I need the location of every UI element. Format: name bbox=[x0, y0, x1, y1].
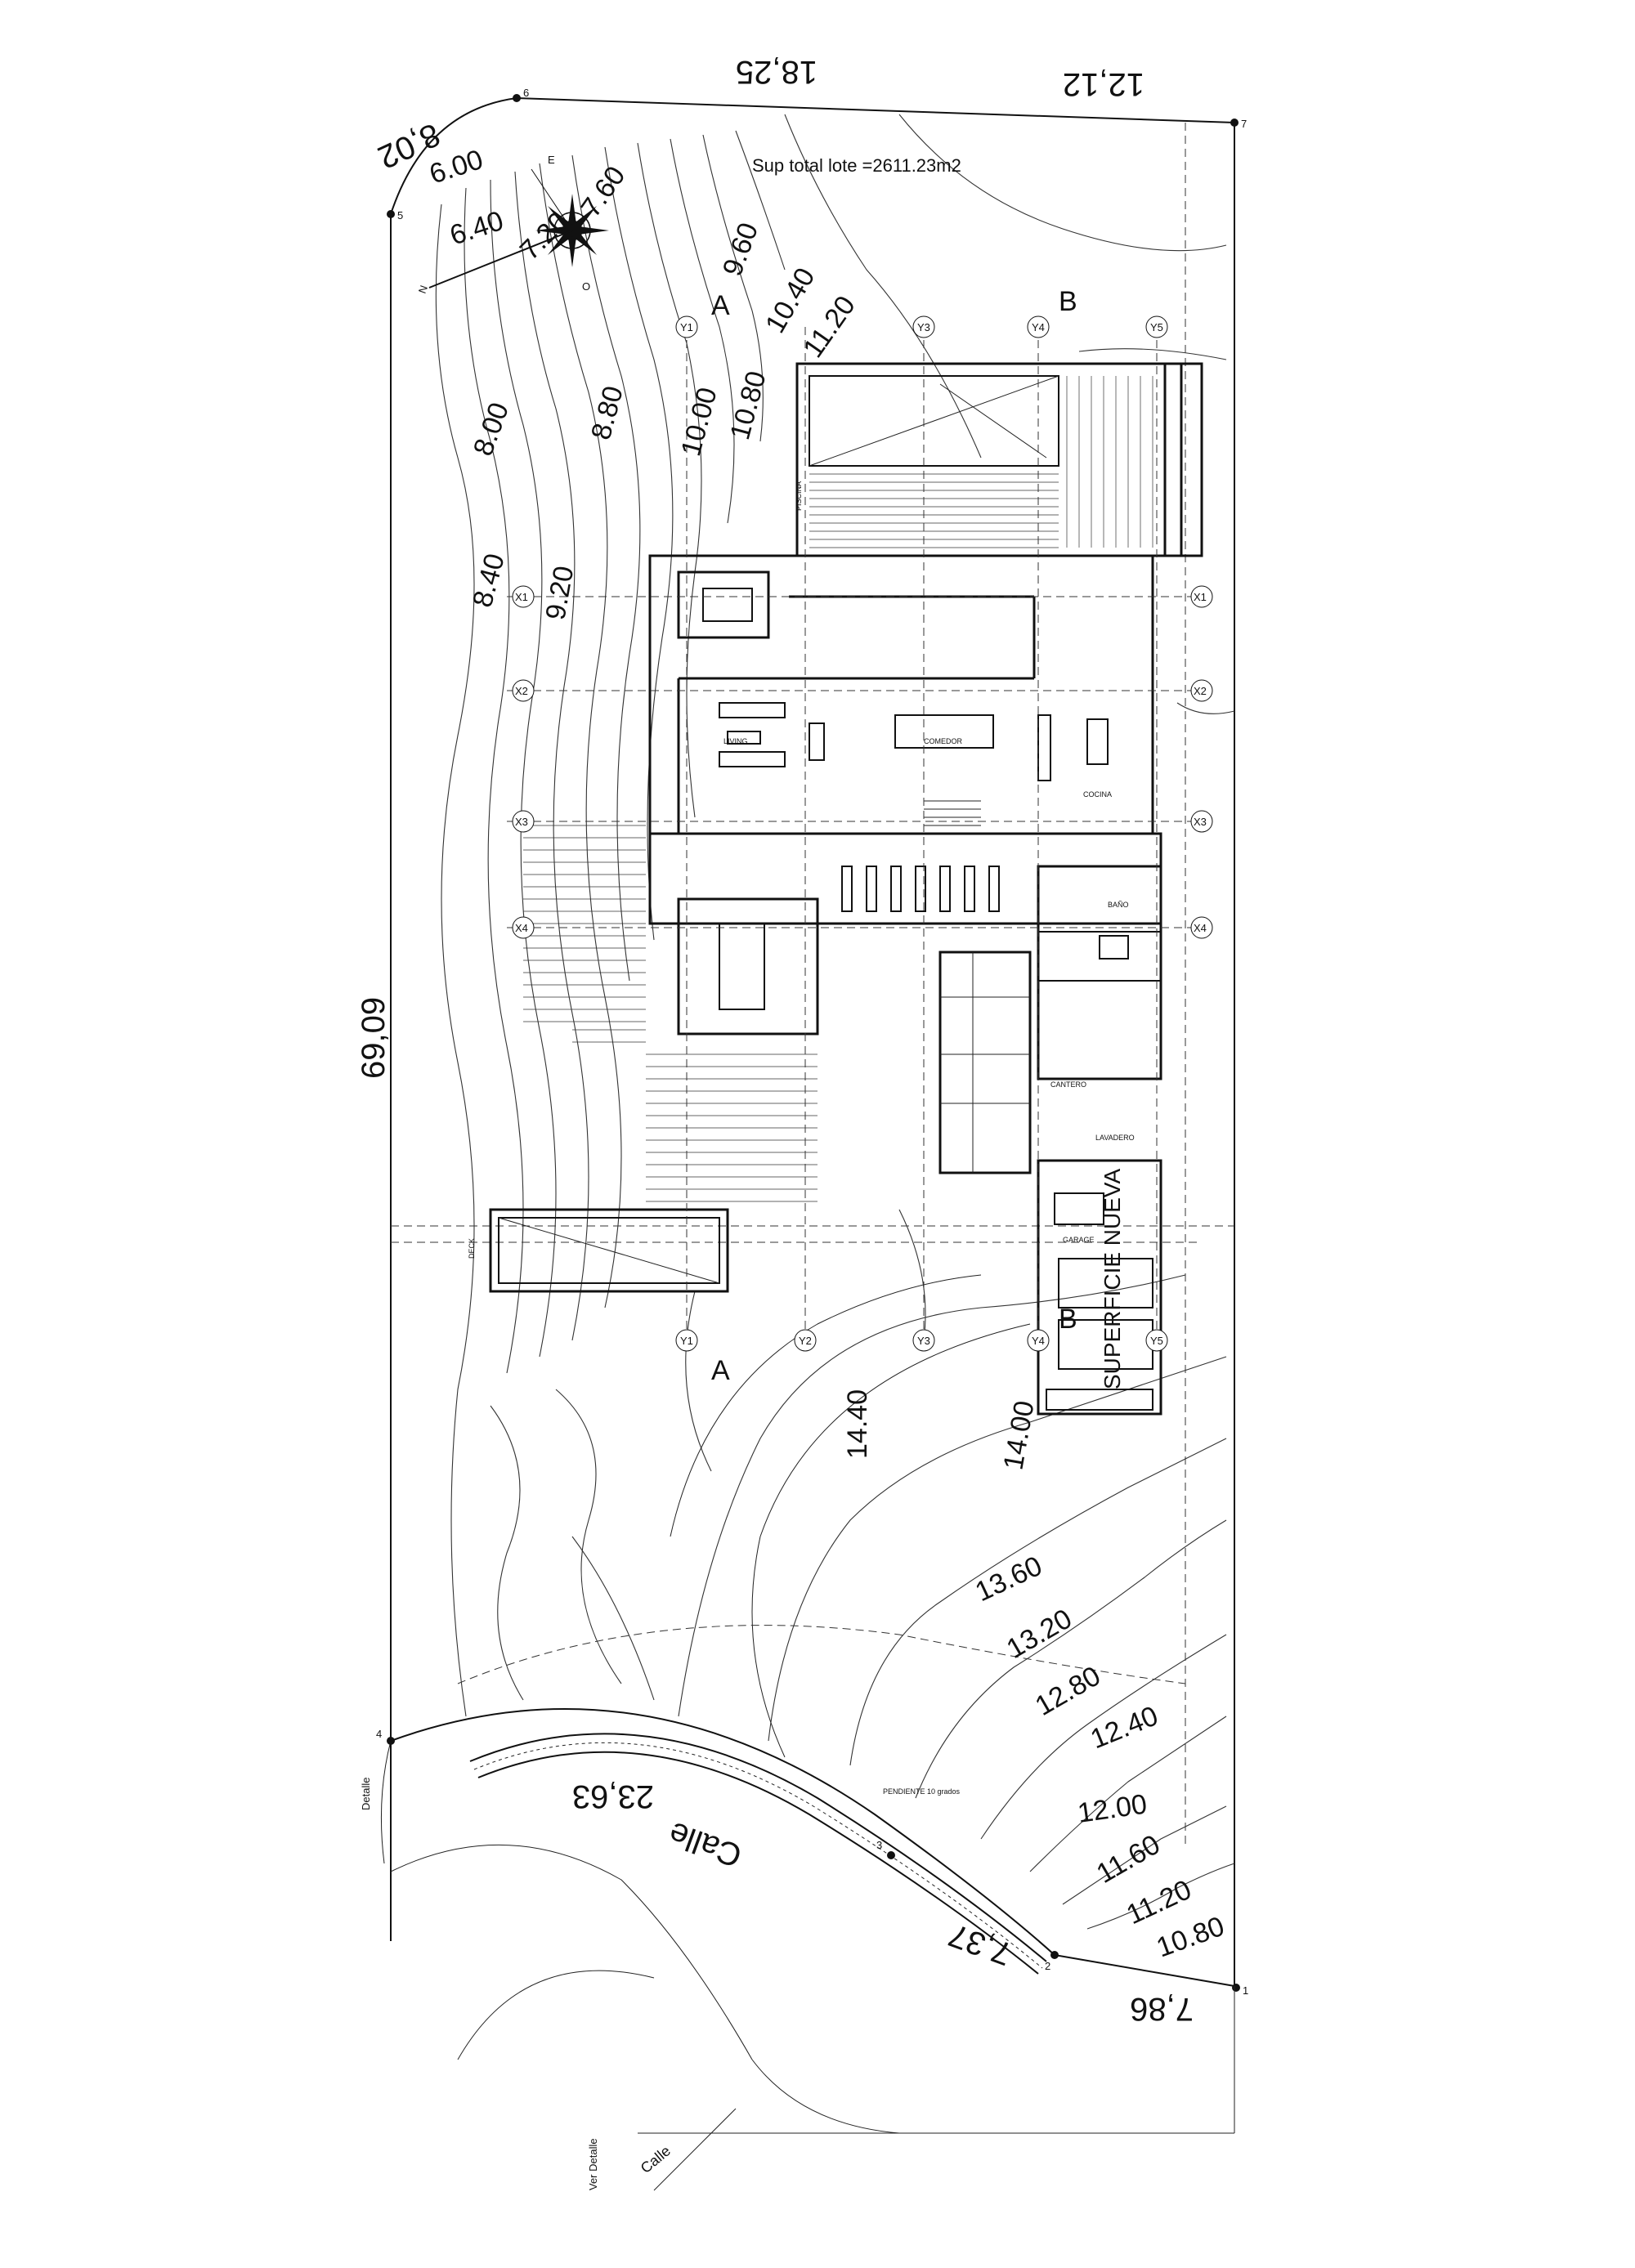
retaining-wall bbox=[469, 1733, 1047, 1975]
axis-x1-right: X1 bbox=[1194, 591, 1207, 603]
detail-label-left: Detalle bbox=[360, 1778, 372, 1810]
surface-label: SUPERFICIE NUEVA bbox=[1100, 1168, 1125, 1389]
axis-x2-left: X2 bbox=[515, 685, 528, 697]
axis-x4-right: X4 bbox=[1194, 922, 1207, 934]
dim-curve-bottom: 23,63 bbox=[572, 1778, 654, 1814]
vertex-markers bbox=[387, 94, 1240, 1992]
contour-labels: 6.00 6.40 7.20 7.60 8.00 8.40 8.80 9.20 … bbox=[426, 144, 1229, 1964]
section-a-top: A bbox=[711, 290, 730, 321]
dim-left-side: 69,09 bbox=[356, 997, 392, 1079]
contour-lines bbox=[435, 114, 1235, 1717]
room-cantero: CANTERO bbox=[1050, 1080, 1086, 1089]
contour-label-1280: 12.80 bbox=[1030, 1660, 1106, 1721]
vertex-3: 3 bbox=[876, 1839, 882, 1851]
room-lavadero: LAVADERO bbox=[1095, 1134, 1135, 1142]
contour-label-1320: 13.20 bbox=[1001, 1603, 1077, 1664]
lot-total-area: Sup total lote =2611.23m2 bbox=[752, 155, 961, 176]
contour-lines-lower bbox=[490, 1209, 1235, 1930]
axis-y5-bottom: Y5 bbox=[1150, 1335, 1163, 1347]
contour-label-800: 8.00 bbox=[468, 399, 515, 460]
contour-label-1240: 12.40 bbox=[1086, 1700, 1162, 1755]
room-living: LIVING bbox=[723, 737, 748, 745]
contour-label-1160: 11.60 bbox=[1091, 1829, 1166, 1890]
contour-label-880: 8.80 bbox=[585, 382, 629, 443]
street-label: Calle bbox=[664, 1814, 746, 1874]
room-piscina: PISCINA bbox=[795, 481, 803, 511]
vertex-1: 1 bbox=[1243, 1984, 1248, 1997]
street-label-bottom: Calle bbox=[638, 2142, 674, 2176]
house-footprint bbox=[489, 362, 1203, 1416]
dim-bottom-segment: 7,37 bbox=[944, 1917, 1016, 1972]
contour-label-920: 9.20 bbox=[540, 564, 580, 623]
dim-top-right: 12,12 bbox=[1063, 66, 1144, 102]
axis-x3-right: X3 bbox=[1194, 816, 1207, 828]
grid-bubbles bbox=[512, 315, 1213, 1352]
axis-y4-top: Y4 bbox=[1032, 321, 1045, 333]
setback-lines bbox=[391, 123, 1234, 1847]
lot-boundary bbox=[390, 97, 1235, 1987]
axis-x4-left: X4 bbox=[515, 922, 528, 934]
room-garage: GARAGE bbox=[1063, 1236, 1095, 1244]
section-b-bottom: B bbox=[1059, 1304, 1077, 1335]
compass-north-label: N bbox=[416, 284, 430, 295]
compass-west-label: O bbox=[582, 280, 590, 293]
axis-x2-right: X2 bbox=[1194, 685, 1207, 697]
contour-label-1200: 12.00 bbox=[1076, 1788, 1149, 1828]
dim-bottom-right: 7,86 bbox=[1130, 1991, 1194, 2027]
room-deck: DECK bbox=[468, 1238, 476, 1259]
vertex-6: 6 bbox=[523, 87, 529, 99]
contour-label-1080b: 10.80 bbox=[1153, 1911, 1229, 1964]
grid-axes bbox=[507, 327, 1202, 1340]
contour-label-960: 9.60 bbox=[717, 219, 764, 280]
axis-y4-bottom: Y4 bbox=[1032, 1335, 1045, 1347]
axis-y2-bottom: Y2 bbox=[799, 1335, 812, 1347]
axis-y1-top: Y1 bbox=[680, 321, 693, 333]
street-curves bbox=[380, 1740, 1234, 2191]
vertex-5: 5 bbox=[397, 209, 403, 221]
contour-label-640: 6.40 bbox=[446, 205, 508, 252]
section-a-bottom: A bbox=[711, 1355, 730, 1386]
wood-deck-hatch bbox=[523, 825, 818, 1202]
compass-rose bbox=[428, 168, 609, 289]
contour-label-1000: 10.00 bbox=[675, 384, 723, 459]
room-cocina: COCINA bbox=[1083, 790, 1112, 798]
contour-label-1440: 14.40 bbox=[842, 1389, 873, 1459]
contour-label-760: 7.60 bbox=[575, 161, 631, 223]
room-comedor: COMEDOR bbox=[924, 737, 963, 745]
vertex-2: 2 bbox=[1045, 1960, 1050, 1972]
axis-y5-top: Y5 bbox=[1150, 321, 1163, 333]
axis-x3-left: X3 bbox=[515, 816, 528, 828]
compass-east-label: E bbox=[548, 154, 555, 166]
detail-label-bottom: Ver Detalle bbox=[587, 2138, 599, 2190]
vertex-7: 7 bbox=[1241, 118, 1247, 130]
axis-y3-bottom: Y3 bbox=[917, 1335, 930, 1347]
section-b-top: B bbox=[1059, 286, 1077, 317]
vertex-4: 4 bbox=[376, 1728, 382, 1740]
room-bano: BAÑO bbox=[1108, 901, 1129, 909]
axis-y1-bottom: Y1 bbox=[680, 1335, 693, 1347]
ramp-note: PENDIENTE 10 grados bbox=[883, 1787, 961, 1796]
axis-x1-left: X1 bbox=[515, 591, 528, 603]
dim-top-middle: 18,25 bbox=[736, 54, 818, 90]
contour-label-1400: 14.00 bbox=[997, 1398, 1040, 1472]
axis-y3-top: Y3 bbox=[917, 321, 930, 333]
contour-label-1360: 13.60 bbox=[970, 1550, 1046, 1608]
contour-label-1080: 10.80 bbox=[724, 368, 773, 443]
